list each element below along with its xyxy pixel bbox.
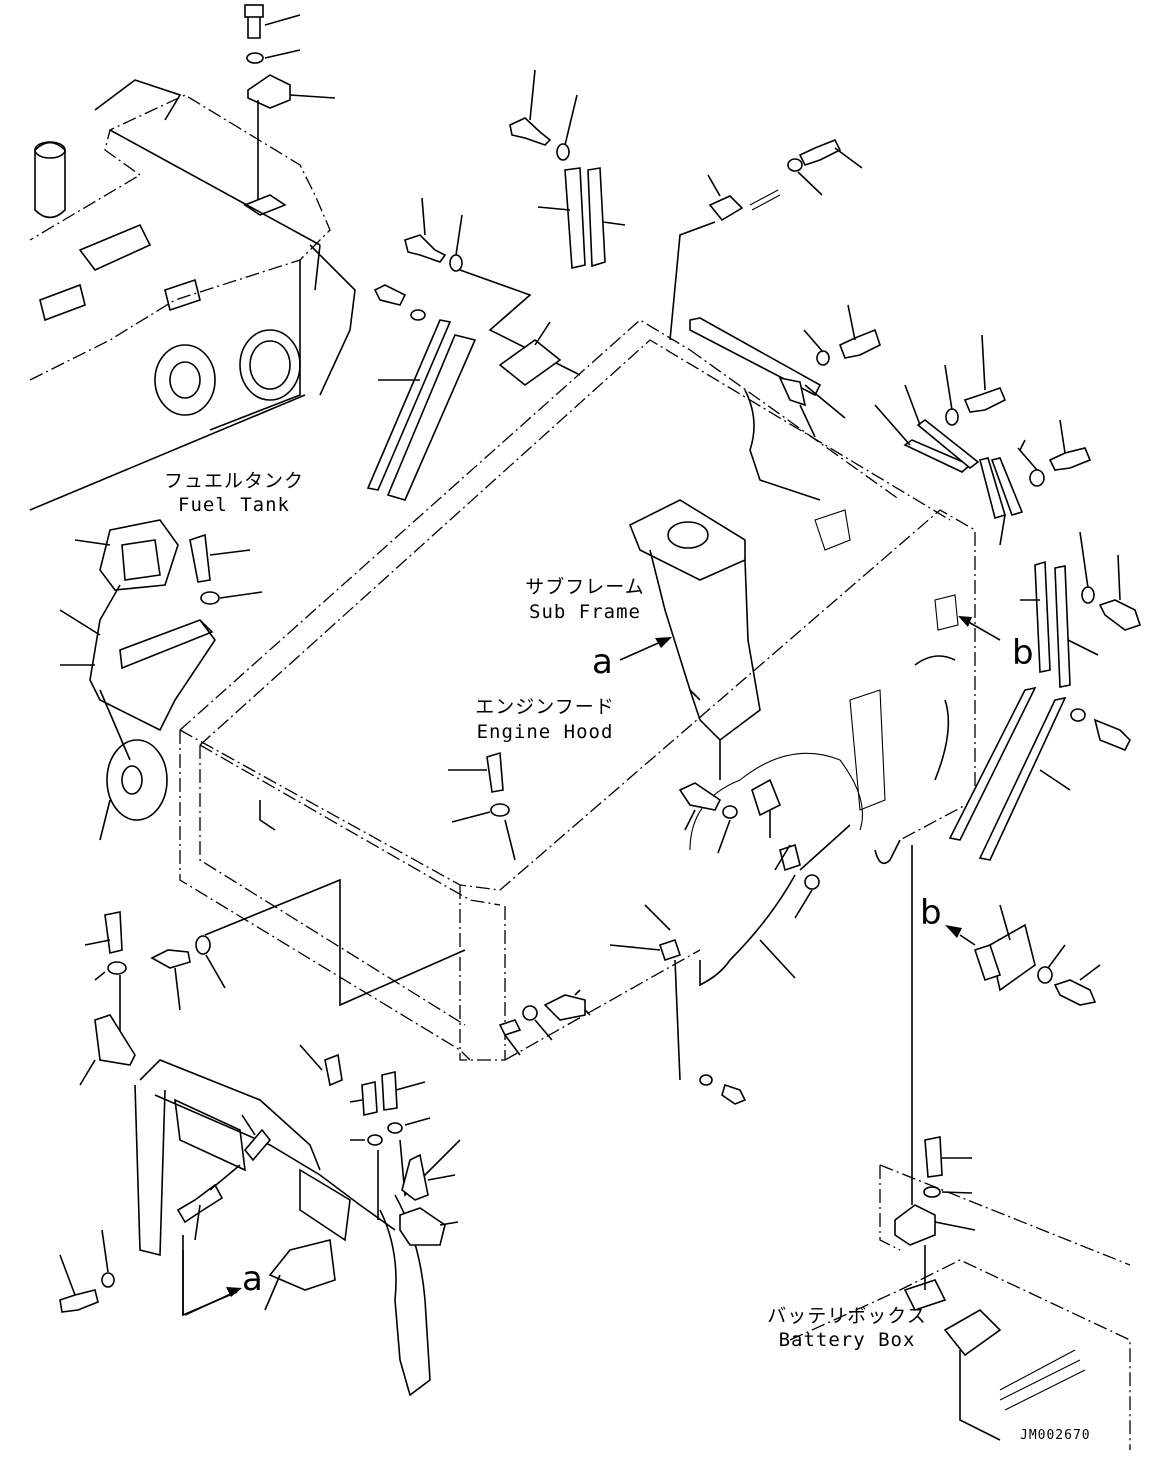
view-ref-a-lower: a	[242, 1259, 263, 1299]
engine-hood-label-en: Engine Hood	[476, 721, 614, 743]
right-fasteners	[689, 304, 1142, 861]
center-fasteners	[448, 751, 851, 1105]
fuel-tank-label-en: Fuel Tank	[178, 494, 290, 516]
sub-frame	[628, 499, 761, 780]
fuel-tank-label-jp: フュエルタンク	[164, 470, 305, 492]
view-ref-a-upper: a	[592, 642, 613, 682]
battery-box-label-en: Battery Box	[778, 1329, 916, 1351]
drawing-code: JM002670	[1020, 1428, 1091, 1443]
battery-box-outline	[789, 845, 1131, 1450]
engine-hood-outline	[179, 319, 976, 1061]
sub-frame-label-en: Sub Frame	[529, 601, 641, 623]
lower-center-fasteners	[349, 989, 591, 1246]
battery-box-label-jp: バッテリボックス	[767, 1305, 927, 1327]
view-ref-b-right: b	[1012, 633, 1034, 673]
view-ref-b-lower: b	[920, 893, 942, 933]
hood-rails	[366, 284, 562, 501]
right-lower-bracket	[973, 904, 1101, 1006]
mirror-assembly	[59, 519, 263, 841]
lower-frame-assembly	[59, 878, 466, 1397]
fuel-tank-outline	[29, 79, 356, 511]
view-arrows	[182, 616, 1001, 1316]
top-fasteners	[243, 4, 863, 376]
engine-hood-label-jp: エンジンフード	[475, 696, 615, 718]
sub-frame-label-jp: サブフレーム	[525, 576, 645, 598]
